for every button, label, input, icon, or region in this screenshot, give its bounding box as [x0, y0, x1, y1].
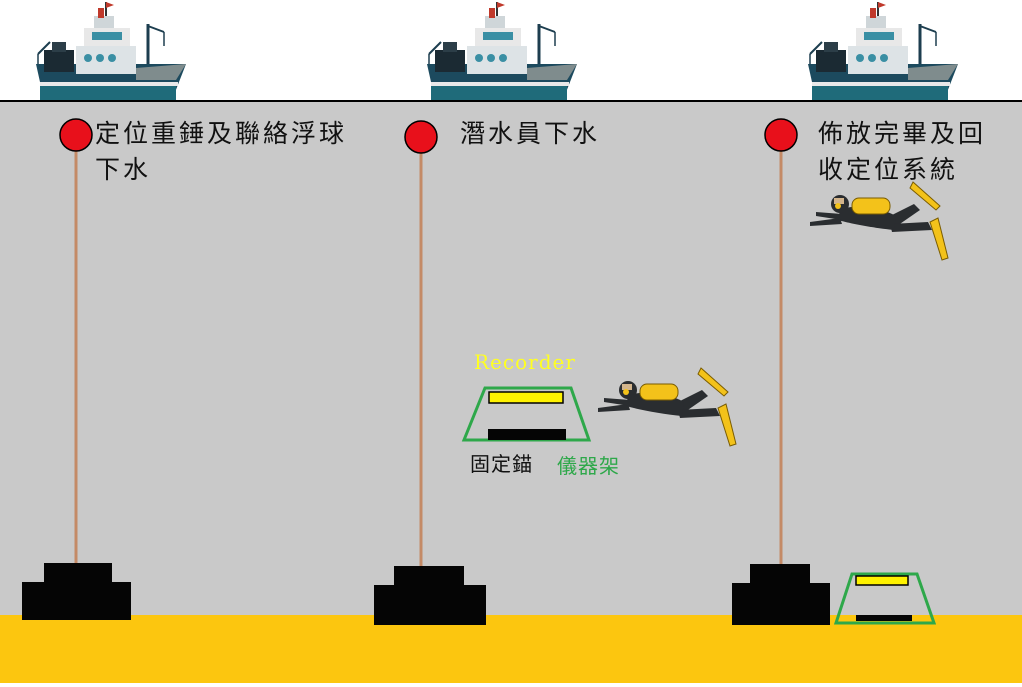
marker-buoy-icon: [59, 118, 93, 152]
recorder-unit: [488, 391, 564, 404]
water-area: [0, 101, 1022, 615]
instrument-frame: [833, 572, 937, 625]
positioning-weight: [732, 564, 830, 625]
positioning-weight: [374, 566, 486, 625]
step-1-label: 定位重錘及聯絡浮球 下水: [95, 119, 348, 184]
anchor-block: [856, 615, 912, 621]
marker-buoy-icon: [404, 120, 438, 154]
instrument-frame: [461, 386, 592, 442]
positioning-weight: [22, 563, 131, 620]
frame-label: 儀器架: [557, 454, 620, 478]
ship-icon: [34, 0, 188, 102]
anchor-label: 固定錨: [470, 452, 533, 476]
recorder-label: Recorder: [474, 350, 576, 374]
anchor-block: [488, 429, 566, 440]
recorder-unit: [855, 575, 909, 586]
ship-icon: [425, 0, 579, 102]
step-2-label: 潛水員下水: [460, 119, 601, 148]
seabed: [0, 615, 1022, 683]
ship-icon: [806, 0, 960, 102]
marker-buoy-icon: [764, 118, 798, 152]
step-3-label: 佈放完畢及回 收定位系統: [818, 119, 987, 184]
